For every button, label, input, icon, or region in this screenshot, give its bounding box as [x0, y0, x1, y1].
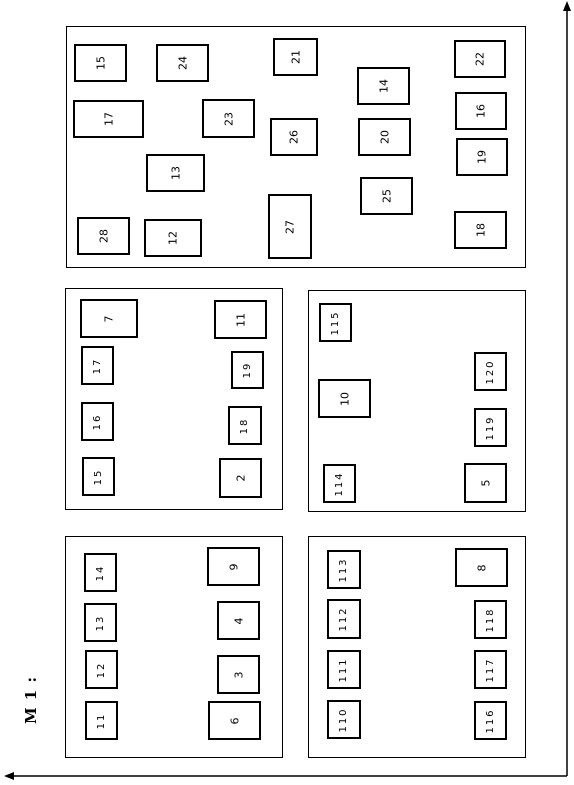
box: 111: [327, 650, 361, 689]
box-label: 14: [94, 564, 106, 581]
box-label: 15: [94, 56, 107, 70]
box: 28: [77, 217, 130, 255]
box-label: 17: [91, 357, 103, 374]
box-label: 16: [91, 413, 103, 430]
box-label: 120: [484, 358, 496, 385]
box-label: 5: [479, 479, 492, 487]
horizontal-axis-arrow: [4, 772, 14, 780]
box-label: 23: [222, 111, 235, 126]
box: 8: [455, 548, 508, 587]
box: 117: [474, 650, 507, 689]
box: 22: [454, 40, 506, 78]
box: 20: [358, 118, 411, 156]
box: 5: [464, 463, 507, 503]
box: 7: [80, 299, 138, 338]
box: 11: [85, 701, 118, 740]
box: 119: [474, 408, 507, 447]
box-label: 110: [338, 706, 349, 733]
box-label: 18: [239, 417, 250, 434]
box-label: 19: [475, 150, 489, 164]
box-label: 26: [287, 130, 301, 144]
box: 11: [214, 300, 267, 339]
box: 9: [207, 547, 260, 586]
box-label: 8: [475, 564, 488, 571]
box-label: 115: [329, 309, 341, 336]
box-label: 13: [94, 614, 106, 631]
box-label: 118: [484, 606, 496, 633]
box: 2: [219, 458, 262, 498]
vertical-axis-arrow: [563, 1, 571, 11]
box-label: 10: [338, 391, 351, 406]
box-label: 12: [95, 661, 107, 678]
box: 12: [144, 219, 202, 257]
box-label: 112: [338, 606, 349, 632]
box: 24: [156, 44, 209, 82]
box: 13: [146, 154, 205, 192]
box: 27: [268, 194, 312, 259]
box: 113: [327, 550, 361, 589]
box: 26: [270, 118, 318, 156]
box: 18: [228, 406, 262, 445]
box: 19: [231, 351, 264, 389]
box-label: 2: [234, 474, 247, 482]
box: 21: [273, 38, 318, 76]
box-label: 15: [92, 468, 104, 485]
box: 14: [357, 67, 410, 105]
box: 120: [474, 352, 507, 391]
box: 3: [217, 655, 260, 694]
box-label: 28: [97, 229, 110, 243]
box: 16: [455, 92, 507, 130]
box-label: 119: [484, 414, 496, 441]
diagram-title: M 1 :: [22, 675, 40, 725]
box-label: 113: [338, 556, 349, 583]
box-label: 20: [378, 130, 391, 144]
box-label: 4: [232, 617, 245, 624]
box-label: 13: [169, 166, 182, 180]
box-label: 24: [176, 56, 189, 70]
box-label: 9: [227, 563, 240, 570]
box-label: 116: [484, 707, 496, 734]
box: 14: [84, 553, 117, 592]
box: 15: [74, 44, 127, 82]
box: 10: [318, 379, 371, 418]
box: 116: [474, 701, 507, 740]
box: 112: [327, 599, 361, 639]
box-label: 22: [473, 52, 487, 66]
box: 17: [73, 100, 144, 138]
box-label: 11: [234, 312, 247, 327]
box: 15: [82, 457, 115, 496]
box-label: 114: [333, 470, 345, 497]
box: 25: [360, 177, 413, 215]
box-label: 27: [283, 219, 297, 234]
box: 16: [81, 402, 114, 441]
box-label: 16: [474, 104, 488, 118]
box-label: 111: [338, 656, 349, 683]
box: 110: [327, 700, 361, 739]
box-label: 21: [289, 50, 302, 64]
box-label: 19: [241, 361, 253, 379]
box: 13: [84, 603, 117, 642]
box-label: 18: [474, 223, 487, 237]
box: 12: [85, 650, 118, 689]
box: 118: [474, 600, 507, 639]
box-label: 6: [228, 717, 241, 724]
box-label: 14: [377, 79, 390, 93]
box: 114: [323, 464, 356, 503]
box-label: 3: [232, 671, 245, 678]
box-label: 11: [95, 712, 107, 729]
box-label: 17: [102, 112, 115, 126]
box-label: 117: [484, 656, 496, 683]
box: 23: [202, 99, 255, 138]
box: 6: [208, 701, 261, 740]
box-label: 25: [380, 189, 393, 203]
box: 17: [81, 346, 114, 385]
box-label: 12: [166, 231, 180, 245]
box: 19: [456, 138, 508, 176]
box-label: 7: [102, 315, 116, 322]
box: 18: [454, 211, 507, 249]
box: 4: [217, 601, 260, 640]
box: 115: [319, 303, 352, 342]
